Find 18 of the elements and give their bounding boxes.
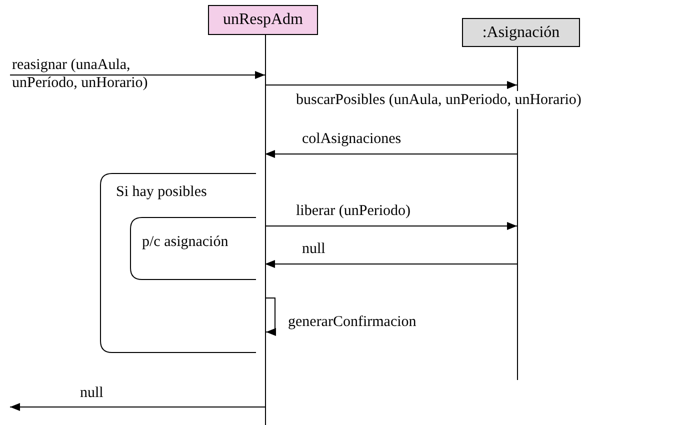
- message-label: buscarPosibles (unAula, unPeriodo, unHorario): [294, 91, 584, 109]
- message-arrow: [264, 260, 518, 268]
- message-arrow: [264, 81, 518, 89]
- loop-frame: [100, 173, 256, 353]
- message-arrow: [10, 403, 266, 411]
- message-label: liberar (unPeriodo): [294, 202, 413, 220]
- loop-condition: Si hay posibles: [115, 183, 208, 201]
- message-label: generarConfirmacion: [286, 313, 418, 331]
- message-arrow: [264, 150, 518, 158]
- message-arrow: [10, 71, 266, 79]
- message-arrow: [264, 222, 518, 230]
- loop-frame: [130, 217, 256, 280]
- lifeline-head: :Asignación: [462, 18, 580, 47]
- message-label: colAsignaciones: [300, 130, 404, 148]
- message-arrow: [264, 298, 276, 336]
- loop-condition: p/c asignación: [141, 233, 230, 251]
- lifeline-head: unRespAdm: [208, 5, 318, 35]
- message-label: reasignar (unaAula, unPeríodo, unHorario): [11, 56, 149, 92]
